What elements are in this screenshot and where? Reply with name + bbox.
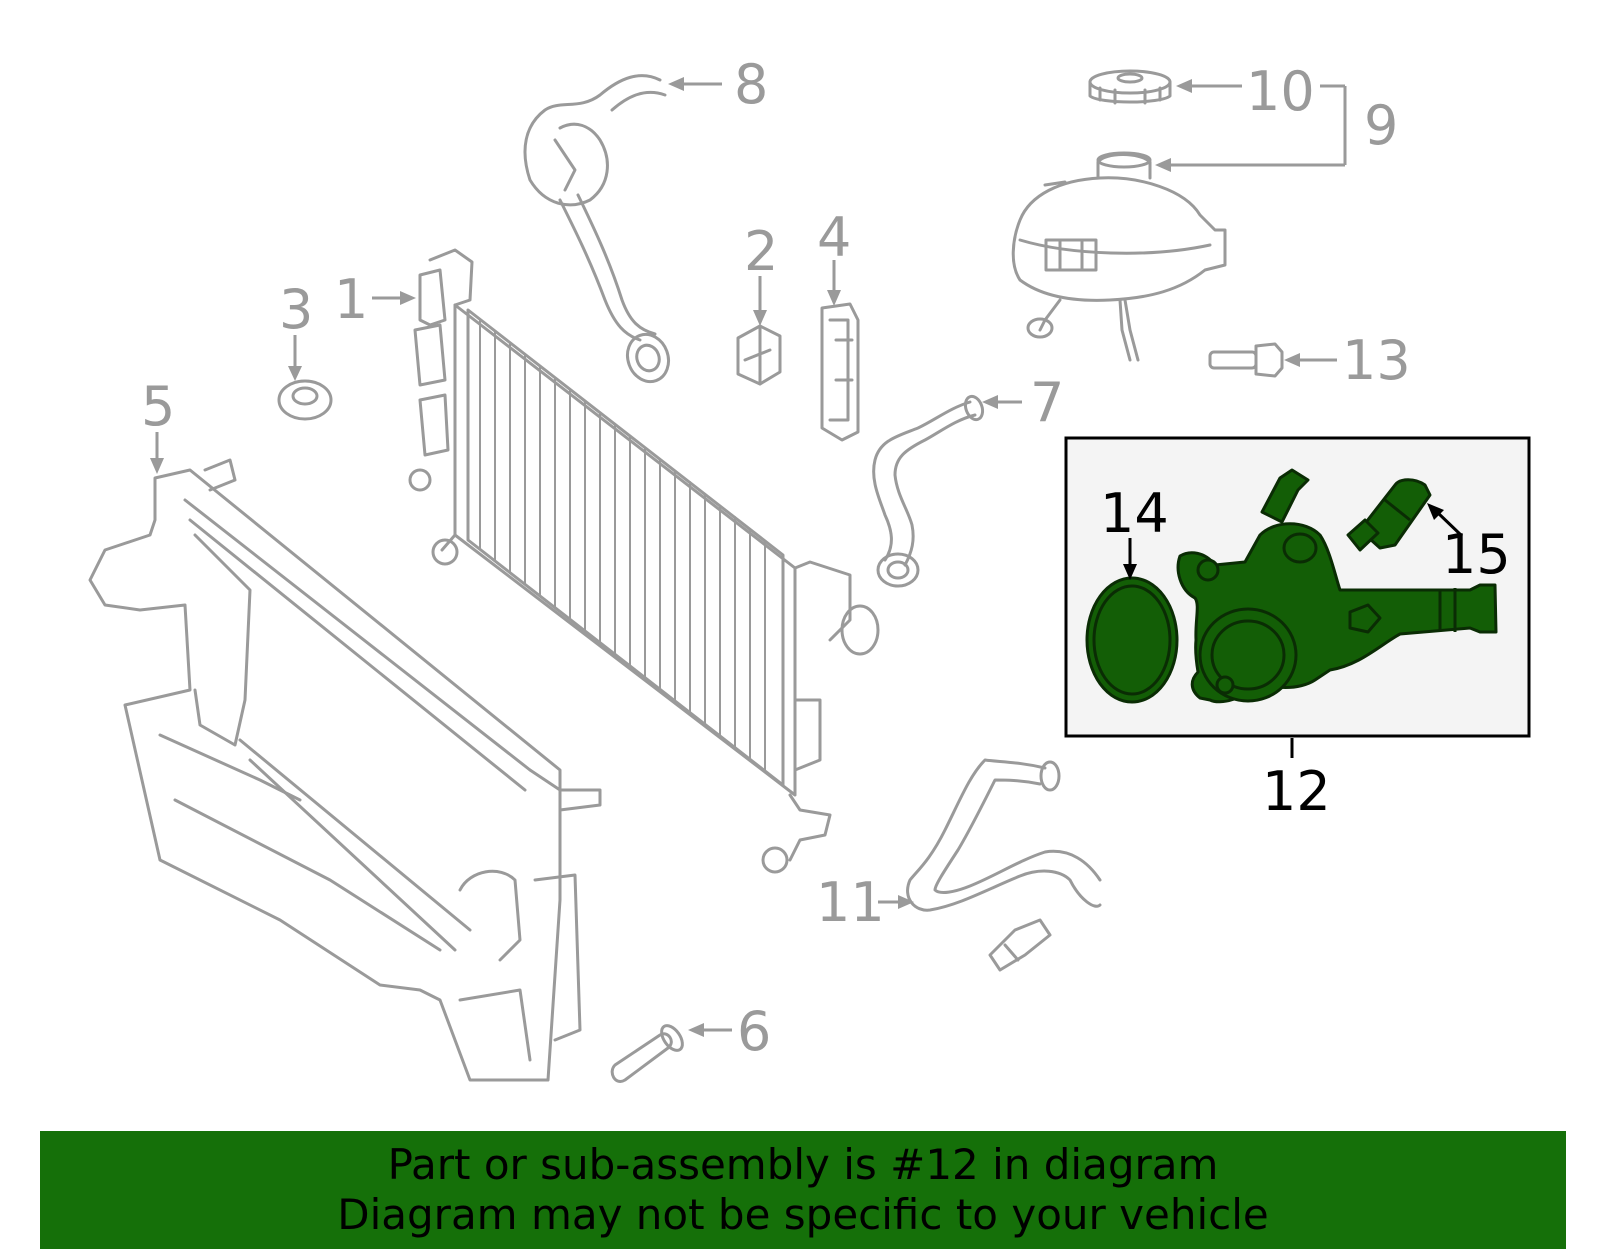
part-5-support-shroud[interactable] (88, 458, 602, 1082)
callout-7: 7 (982, 371, 1064, 434)
callout-1: 1 (334, 268, 416, 331)
part-7-hose[interactable] (872, 394, 986, 588)
callout-15: 15 (1427, 503, 1511, 586)
part-2-clip[interactable] (736, 324, 782, 386)
callout-13-label: 13 (1342, 329, 1411, 392)
callout-12-label: 12 (1262, 760, 1331, 823)
part-15-sensor[interactable] (1346, 478, 1432, 552)
callout-8: 8 (668, 53, 768, 116)
callout-12: 12 (1262, 738, 1331, 823)
callout-3: 3 (279, 278, 313, 381)
radiator-fins (479, 319, 766, 771)
callout-13: 13 (1284, 329, 1411, 392)
callout-5: 5 (141, 375, 175, 474)
part-10-reservoir-cap[interactable] (1088, 69, 1172, 105)
callout-4-label: 4 (817, 206, 851, 269)
part-12-inset-box[interactable]: 14 15 (1064, 436, 1531, 738)
part-3-grommet[interactable] (277, 379, 333, 421)
callout-14: 14 (1100, 482, 1169, 580)
callout-15-label: 15 (1442, 523, 1511, 586)
part-12-thermostat-housing[interactable] (1176, 468, 1498, 704)
callout-11: 11 (816, 871, 914, 934)
part-6-pin[interactable] (610, 1022, 686, 1083)
callout-10-label: 10 (1246, 60, 1315, 123)
callout-8-label: 8 (734, 53, 768, 116)
callout-6-label: 6 (737, 1000, 771, 1063)
callout-1-label: 1 (334, 268, 368, 331)
callout-9: 9 (1155, 84, 1398, 172)
callout-14-label: 14 (1100, 482, 1169, 545)
callout-5-label: 5 (141, 375, 175, 438)
part-14-gasket[interactable] (1085, 576, 1179, 704)
callout-2-label: 2 (744, 220, 778, 283)
part-8-upper-hose[interactable] (523, 74, 675, 388)
banner-line-1: Part or sub-assembly is #12 in diagram (387, 1140, 1219, 1189)
part-13-bolt[interactable] (1208, 342, 1284, 378)
part-4-bracket[interactable] (820, 302, 860, 442)
callout-2: 2 (744, 220, 778, 326)
callout-11-label: 11 (816, 871, 885, 934)
info-banner: Part or sub-assembly is #12 in diagram D… (40, 1131, 1566, 1249)
banner-line-2: Diagram may not be specific to your vehi… (337, 1190, 1269, 1239)
part-9-expansion-tank[interactable] (1011, 151, 1227, 362)
callout-10: 10 (1176, 60, 1315, 123)
part-11-hose[interactable] (906, 758, 1102, 972)
callout-4: 4 (817, 206, 851, 306)
part-1-radiator[interactable] (408, 248, 880, 874)
callout-7-label: 7 (1030, 371, 1064, 434)
callout-3-label: 3 (279, 278, 313, 341)
callout-9-label: 9 (1364, 94, 1398, 157)
callout-6: 6 (688, 1000, 771, 1063)
